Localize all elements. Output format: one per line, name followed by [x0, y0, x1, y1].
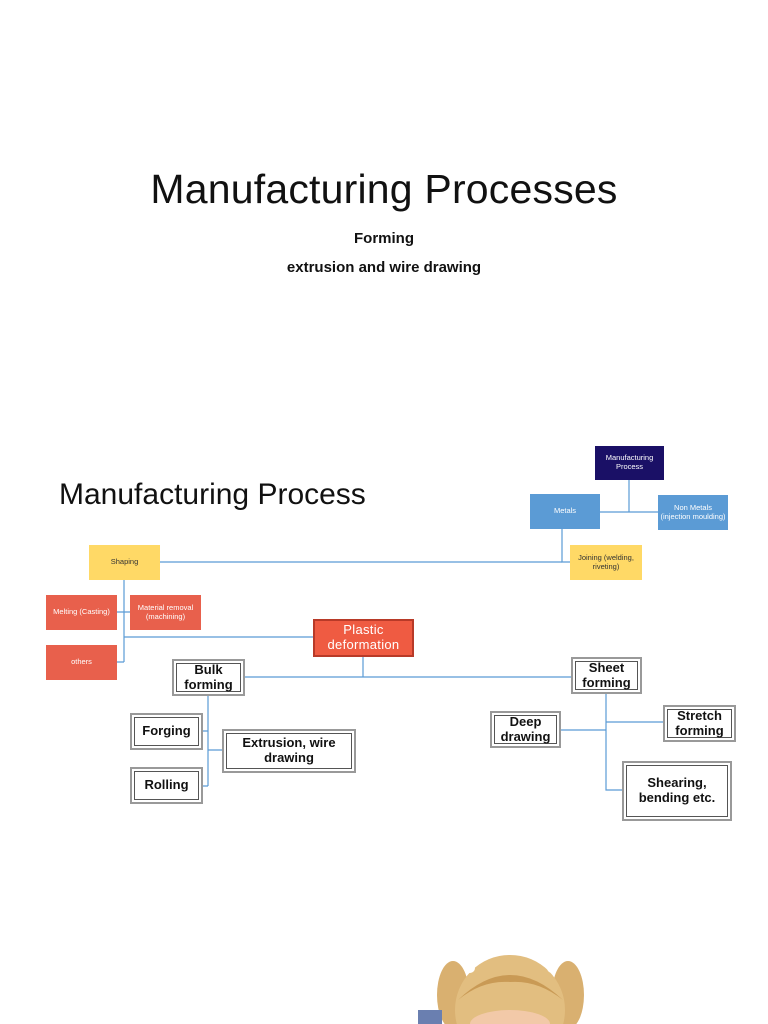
- node-metals: Metals: [530, 494, 600, 529]
- node-non-metals: Non Metals (injection moulding): [658, 495, 728, 530]
- slide-subtitle-topic: extrusion and wire drawing: [286, 259, 482, 276]
- slide-title: Manufacturing Processes: [150, 166, 618, 212]
- diagram-slide-title: Manufacturing Process: [59, 478, 366, 511]
- node-bulk-forming: Bulk forming: [172, 659, 245, 696]
- node-others: others: [46, 645, 117, 680]
- child-photo: [418, 940, 608, 1024]
- slide-subtitle-forming: Forming: [354, 230, 414, 247]
- node-sheet-forming: Sheet forming: [571, 657, 642, 694]
- node-stretch-forming: Stretch forming: [663, 705, 736, 742]
- node-melting-casting: Melting (Casting): [46, 595, 117, 630]
- node-plastic-deformation: Plastic deformation: [313, 619, 414, 657]
- node-shearing-bending: Shearing, bending etc.: [622, 761, 732, 821]
- node-deep-drawing: Deep drawing: [490, 711, 561, 748]
- node-extrusion-wire-drawing: Extrusion, wire drawing: [222, 729, 356, 773]
- node-forging: Forging: [130, 713, 203, 750]
- node-material-removal: Material removal (machining): [130, 595, 201, 630]
- node-joining: Joining (welding, riveting): [570, 545, 642, 580]
- node-shaping: Shaping: [89, 545, 160, 580]
- node-rolling: Rolling: [130, 767, 203, 804]
- node-manufacturing-process: Manufacturing Process: [595, 446, 664, 480]
